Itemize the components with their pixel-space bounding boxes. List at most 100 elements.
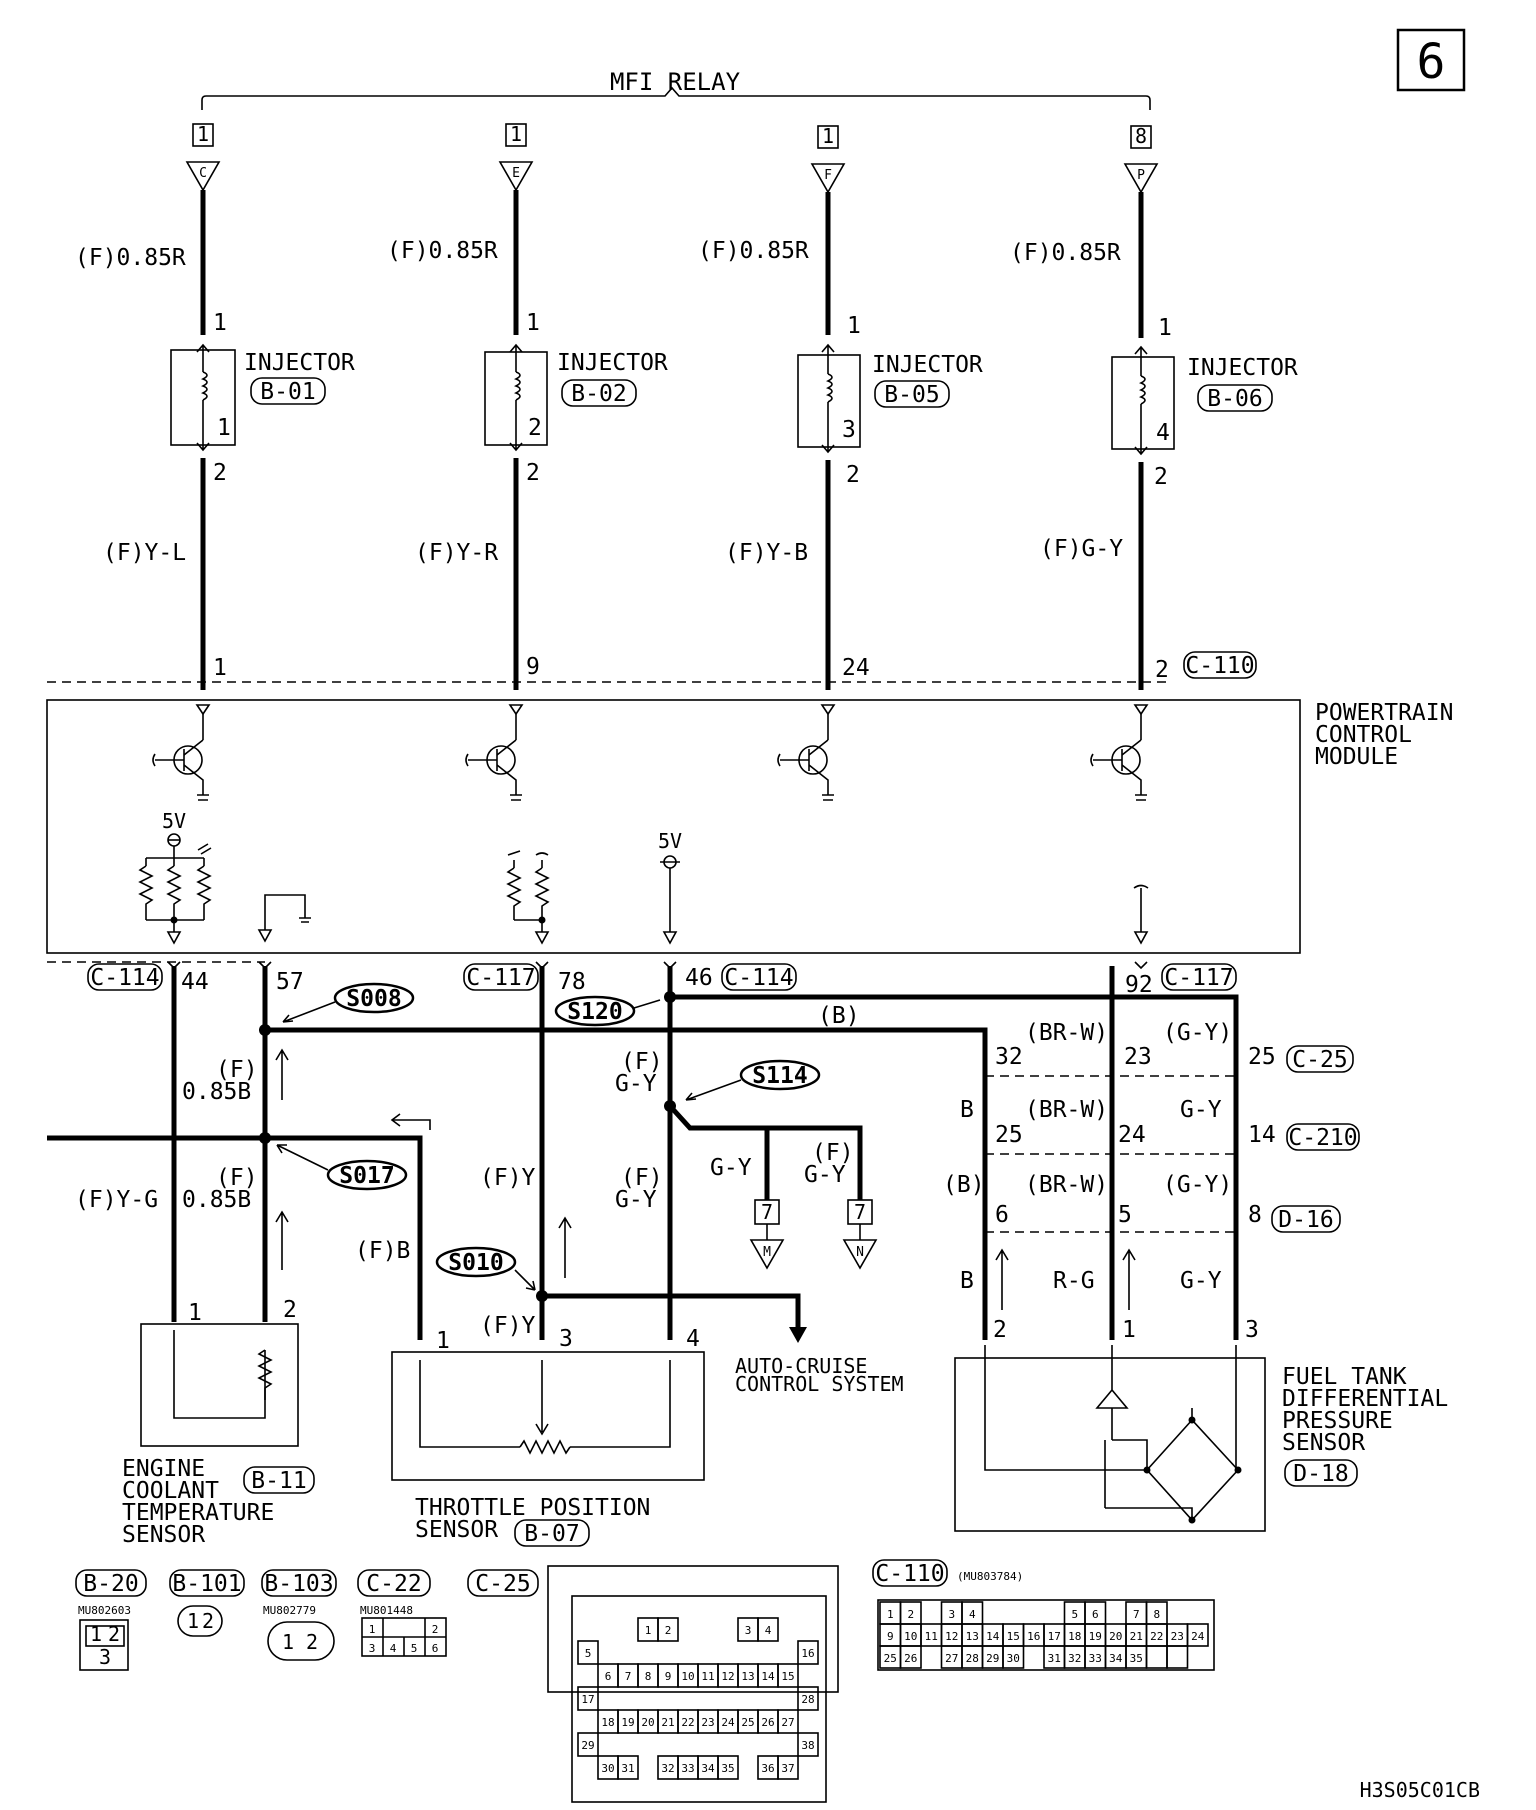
connector-pin: 4 xyxy=(765,1624,772,1637)
relay-terminal-triangle xyxy=(810,163,846,194)
connector-pin: 36 xyxy=(761,1762,774,1775)
connector-pin: 22 xyxy=(681,1716,694,1729)
wire-label-b: B xyxy=(960,1268,974,1294)
ect-name-line-2: COOLANT xyxy=(122,1478,219,1504)
wire-label-rg: R-G xyxy=(1053,1268,1095,1294)
connector-view-part: (MU803784) xyxy=(957,1570,1023,1583)
wire-label-gy: G-Y xyxy=(804,1162,846,1188)
injector-number: 4 xyxy=(1156,420,1170,446)
wire-label-085b: 0.85B xyxy=(182,1187,251,1213)
pcm-driver-transistor-1 xyxy=(152,704,211,801)
connector-pin: 7 xyxy=(625,1670,632,1683)
splice-label-s114: S114 xyxy=(752,1063,807,1089)
connector-view-pin: 4 xyxy=(390,1642,397,1655)
connector-pin: 35 xyxy=(721,1762,734,1775)
wire-label-f: (F) xyxy=(216,1165,258,1191)
wire-ftdp-ground xyxy=(265,1027,988,1340)
pcm-pin: 1 xyxy=(213,655,227,681)
splice-label-s017: S017 xyxy=(339,1163,394,1189)
page-badge-box xyxy=(1396,28,1466,92)
fuel-pin-25: 25 xyxy=(1248,1044,1276,1070)
wire-code-top: (F)0.85R xyxy=(75,245,186,271)
ftdp-name-line-3: PRESSURE xyxy=(1282,1408,1393,1434)
connector-pin: 20 xyxy=(641,1716,654,1729)
auto-cruise-line-1: AUTO-CRUISE xyxy=(735,1354,867,1378)
splice-point-s114 xyxy=(664,1100,676,1112)
wire-code-top: (F)0.85R xyxy=(387,238,498,264)
injector-column-1: 1 C (F)0.85R 1 1 INJECTOR B-01 2 (F)Y-L … xyxy=(75,122,355,690)
connector-view-part: MU801448 xyxy=(360,1604,413,1617)
connector-pin: 34 xyxy=(1109,1652,1123,1665)
connector-view-b103: B-103 MU802779 1 2 xyxy=(261,1569,337,1661)
connector-pin-cell xyxy=(777,1663,799,1688)
pin-connector-c117-right: C-117 xyxy=(1164,965,1233,991)
pcm-box xyxy=(46,699,1301,954)
wire-code-bottom: (F)G-Y xyxy=(1040,536,1123,562)
fuel-pin-32: 32 xyxy=(995,1044,1023,1070)
connector-pin-cell xyxy=(797,1732,819,1757)
connector-pin: 28 xyxy=(966,1652,979,1665)
injector-connector: B-05 xyxy=(884,382,939,408)
connector-pin: 21 xyxy=(661,1716,674,1729)
connector-view-c22: C-22 MU801448 1 2 3 4 5 6 xyxy=(357,1569,447,1657)
wire-s114-to-n xyxy=(668,1104,863,1200)
connector-pin: 3 xyxy=(745,1624,752,1637)
pcm-5v-supply: 5V xyxy=(658,829,682,945)
pcm-pin-44: 44 xyxy=(181,969,209,995)
connector-pin: 25 xyxy=(884,1652,897,1665)
connector-view-pin: 2 xyxy=(306,1630,318,1654)
connector-pin-cell xyxy=(777,1709,799,1734)
relay-terminal-triangle xyxy=(185,161,221,192)
ect-internal-wire xyxy=(173,1330,266,1419)
ect-pin-2: 2 xyxy=(283,1297,297,1323)
page-badge: 6 xyxy=(1417,34,1446,90)
flow-arrow xyxy=(1122,1248,1136,1310)
connector-pin-cell xyxy=(617,1755,639,1780)
connector-pin: 8 xyxy=(1153,1608,1160,1621)
injector-coil xyxy=(1139,375,1146,405)
pcm-pin: 9 xyxy=(526,654,540,680)
pcm-name-line-1: POWERTRAIN xyxy=(1315,700,1453,726)
relay-pin: 8 xyxy=(1135,124,1147,148)
connector-pin: 34 xyxy=(701,1762,715,1775)
ect-name-line-1: ENGINE xyxy=(122,1456,205,1482)
connector-pin: 11 xyxy=(925,1630,938,1643)
connector-pin: 27 xyxy=(945,1652,958,1665)
pcm-driver-transistor-2 xyxy=(465,704,524,801)
splice-point-s017 xyxy=(259,1132,271,1144)
ect-name-line-4: SENSOR xyxy=(122,1522,205,1548)
injector-coil-lead xyxy=(1134,404,1148,456)
injector-pin-2: 2 xyxy=(846,462,860,488)
connector-pin: 19 xyxy=(621,1716,634,1729)
injector-column-3: 1 F (F)0.85R 1 3 INJECTOR B-05 2 (F)Y-B … xyxy=(698,124,983,690)
connector-pin: 12 xyxy=(945,1630,958,1643)
connector-view-id: B-101 xyxy=(172,1571,241,1597)
relay-terminal-letter: P xyxy=(1137,168,1145,183)
connector-tag xyxy=(1286,1123,1360,1151)
pcm-pin-92: 92 xyxy=(1125,972,1153,998)
wire-label-fb: (F)B xyxy=(355,1238,410,1264)
connector-pin: 6 xyxy=(605,1670,612,1683)
injector-coil xyxy=(826,373,833,403)
connector-pin-cell xyxy=(577,1640,599,1665)
connector-pin: 15 xyxy=(1007,1630,1020,1643)
tps-resistor xyxy=(519,1439,571,1455)
connector-tag xyxy=(561,379,637,407)
connector-pin: 30 xyxy=(601,1762,614,1775)
wire-label-f: (F) xyxy=(812,1140,854,1166)
fuel-pin-14: 14 xyxy=(1248,1122,1276,1148)
tps-name-line-2: SENSOR xyxy=(415,1517,498,1543)
connector-pin: 17 xyxy=(581,1693,594,1706)
connector-pin-cell xyxy=(577,1686,599,1711)
injector-coil-lead xyxy=(1134,345,1148,376)
connector-pin: 13 xyxy=(741,1670,754,1683)
connector-pin: 8 xyxy=(645,1670,652,1683)
connector-pin: 9 xyxy=(887,1630,894,1643)
injector-pin-1: 1 xyxy=(847,313,861,339)
ftdp-name-line-2: DIFFERENTIAL xyxy=(1282,1386,1448,1412)
connector-pin-cell xyxy=(1145,1645,1168,1669)
flow-arrow xyxy=(392,1119,431,1130)
terminal-n-box xyxy=(847,1199,873,1225)
connector-view-pin: 1 xyxy=(282,1630,294,1654)
